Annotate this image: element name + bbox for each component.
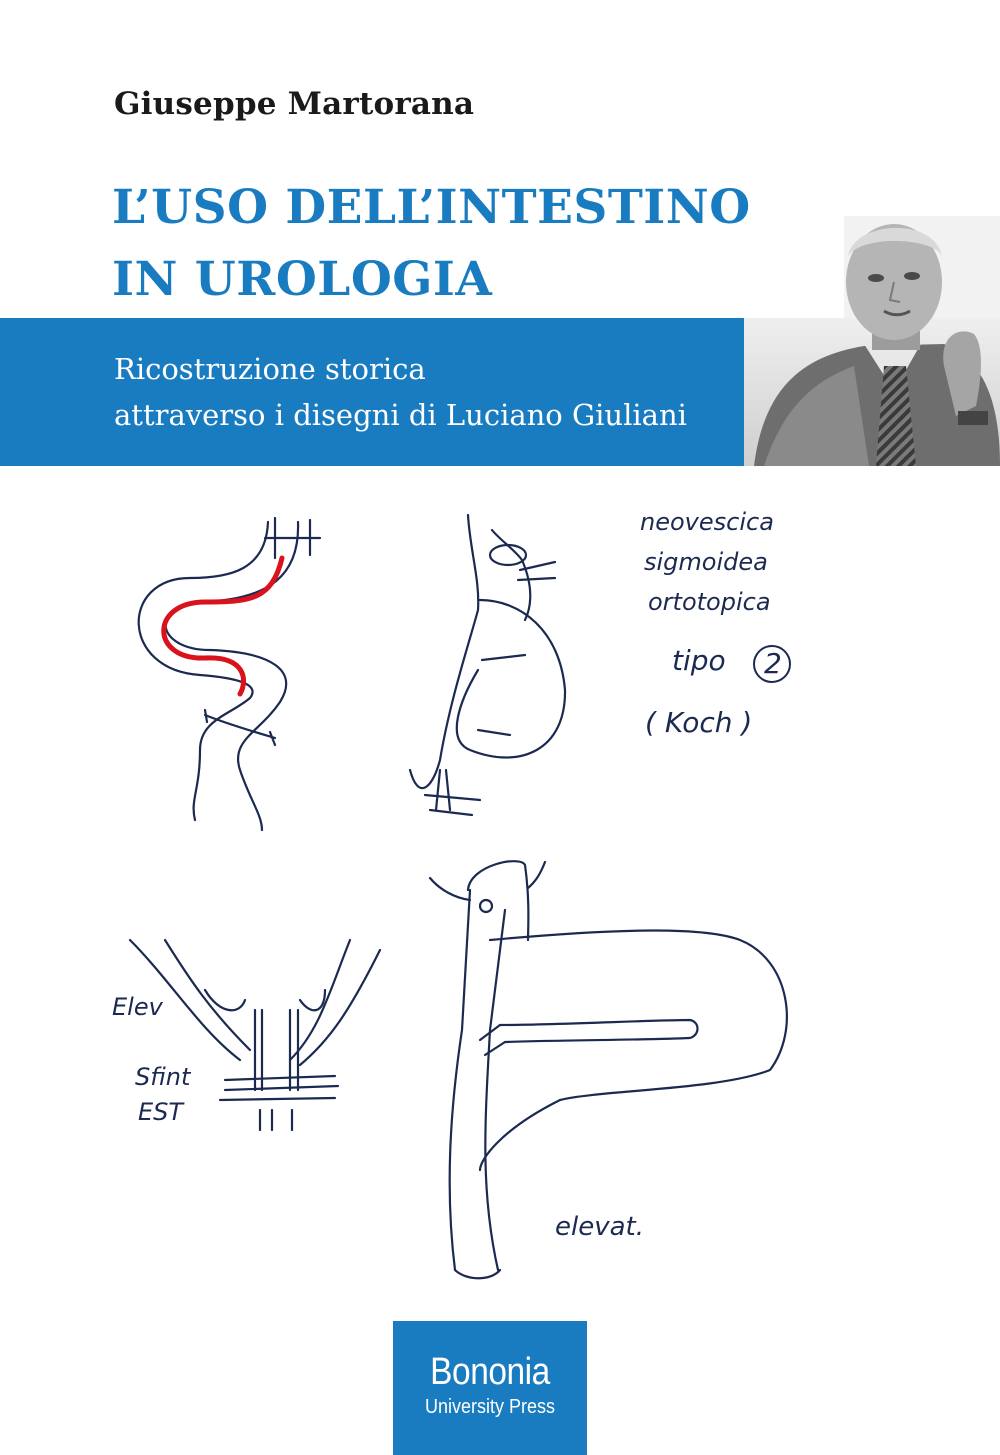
book-title: L’USO DELL’INTESTINO IN UROLOGIA (112, 172, 751, 316)
note-sigmoidea: sigmoidea (644, 548, 768, 576)
note-elev: Elev (112, 993, 164, 1021)
portrait-photo (744, 216, 1000, 466)
note-tipo: tipo (672, 644, 726, 677)
note-elevat: elevat. (555, 1212, 644, 1242)
publisher-subline: University Press (424, 1396, 556, 1418)
title-line-2: IN UROLOGIA (112, 252, 493, 307)
sketch-red-line (161, 555, 285, 697)
subtitle-line-2: attraverso i disegni di Luciano Giuliani (114, 398, 687, 432)
publisher-logo: Bononia University Press (393, 1321, 587, 1455)
hand-drawn-sketches: neovescica sigmoidea ortotopica tipo 2 (… (112, 508, 791, 1280)
book-subtitle: Ricostruzione storica attraverso i diseg… (114, 346, 687, 438)
author-name: Giuseppe Martorana (114, 86, 475, 122)
subtitle-line-1: Ricostruzione storica (114, 352, 426, 386)
publisher-name: Bononia (430, 1351, 550, 1393)
note-tipo-number: 2 (764, 647, 782, 680)
note-est: EST (138, 1098, 185, 1126)
note-ortotopica: ortotopica (648, 588, 771, 616)
note-neovescica: neovescica (640, 508, 774, 536)
note-sfint: Sfint (135, 1063, 192, 1091)
title-line-1: L’USO DELL’INTESTINO (112, 180, 751, 235)
sketch-bowel-outline (137, 520, 270, 822)
note-koch: ( Koch ) (645, 706, 752, 739)
